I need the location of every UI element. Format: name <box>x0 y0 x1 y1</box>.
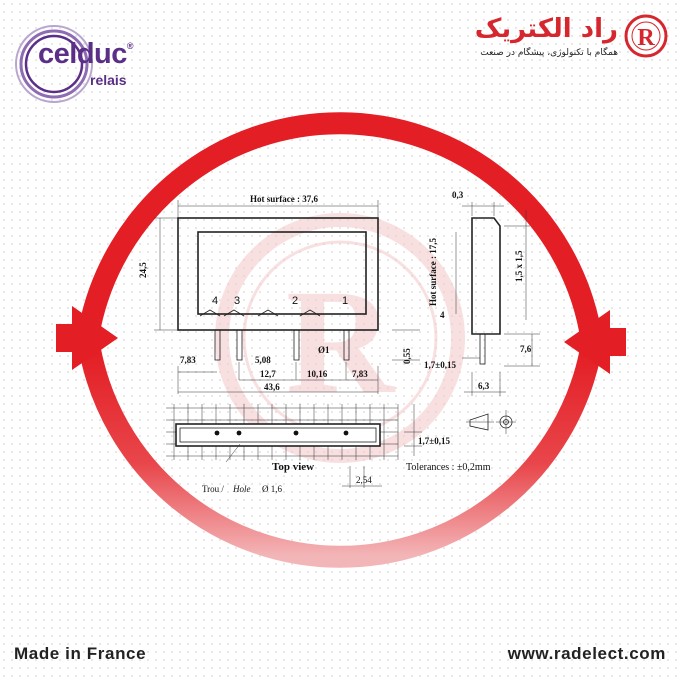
dim-pin-offset: 1,7±0,15 <box>424 360 456 370</box>
celduc-sub: relais <box>90 72 127 88</box>
website-link[interactable]: www.radelect.com <box>507 644 666 663</box>
dim-7-83-left: 7,83 <box>180 355 196 365</box>
registered-mark: ® <box>126 41 134 51</box>
celduc-logo: celduc® relais <box>12 18 142 108</box>
cycle-arrows <box>56 112 626 568</box>
projection-symbol-icon <box>466 410 516 434</box>
dim-phi1: Ø1 <box>318 345 330 355</box>
watermark-logo: R <box>215 213 465 463</box>
dim-offset-bottom: 1,7±0,15 <box>418 436 450 446</box>
side-view: 0,3 Hot surface : 17,5 4 1,5 x 1,5 7,6 1… <box>424 190 540 396</box>
top-view: Top view Trou / Hole Ø 1,6 2,54 1,7±0,15… <box>166 404 491 494</box>
rad-brand-name: راد الکتریک <box>474 14 618 44</box>
pin-1 <box>343 329 350 361</box>
dim-top-thickness: 0,3 <box>452 190 464 200</box>
dim-10-16: 10,16 <box>307 369 328 379</box>
dim-hot-surface-width: Hot surface : 37,6 <box>250 194 318 204</box>
svg-text:R: R <box>286 259 396 425</box>
rad-logo-icon: R <box>624 14 668 58</box>
front-view: 4 3 2 1 Hot surface : 37,6 24,5 7,83 5,0… <box>138 194 420 394</box>
dim-pin-length-right: 7,6 <box>520 344 532 354</box>
dim-pin-section: 1,5 x 1,5 <box>514 250 524 282</box>
rad-tagline: همگام با تکنولوژی، پیشگام در صنعت <box>480 48 618 58</box>
pin-3 <box>236 329 243 361</box>
right-arrowhead-icon <box>564 310 626 374</box>
hole-2 <box>293 430 299 436</box>
hole-3 <box>236 430 242 436</box>
tolerances-note: Tolerances : ±0,2mm <box>406 462 491 473</box>
svg-text:R: R <box>637 25 655 51</box>
dim-hot-surface-height: Hot surface : 17,5 <box>428 238 438 306</box>
dim-12-7: 12,7 <box>260 369 276 379</box>
rad-electric-logo: راد الکتریک همگام با تکنولوژی، پیشگام در… <box>470 12 670 72</box>
pin-label-1: 1 <box>342 295 348 307</box>
hole-diameter: Ø 1,6 <box>262 484 282 494</box>
pin-label-4: 4 <box>212 295 218 307</box>
made-in-label: Made in France <box>14 644 147 663</box>
hole-1 <box>343 430 349 436</box>
dim-5-08: 5,08 <box>255 355 271 365</box>
pin-label-3: 3 <box>234 295 240 307</box>
dim-height-total: 24,5 <box>138 262 148 278</box>
dim-7-83-right: 7,83 <box>352 369 368 379</box>
hole-label-fr: Trou / <box>202 484 224 494</box>
pin-2 <box>293 329 300 361</box>
pin-4 <box>214 329 221 361</box>
dim-depth: 6,3 <box>478 381 490 391</box>
top-view-label: Top view <box>272 461 314 473</box>
pin-label-2: 2 <box>292 295 298 307</box>
dim-pin-length-small: 0,55 <box>402 348 412 364</box>
dim-43-6: 43,6 <box>264 382 280 392</box>
celduc-wordmark: celduc <box>38 38 127 70</box>
dim-grid-pitch: 2,54 <box>356 475 372 485</box>
celduc-swirl-icon <box>15 25 93 103</box>
left-arrowhead-icon <box>56 306 118 370</box>
hole-label-en: Hole <box>232 484 251 494</box>
hole-4 <box>214 430 220 436</box>
dim-pin-4: 4 <box>440 310 445 320</box>
